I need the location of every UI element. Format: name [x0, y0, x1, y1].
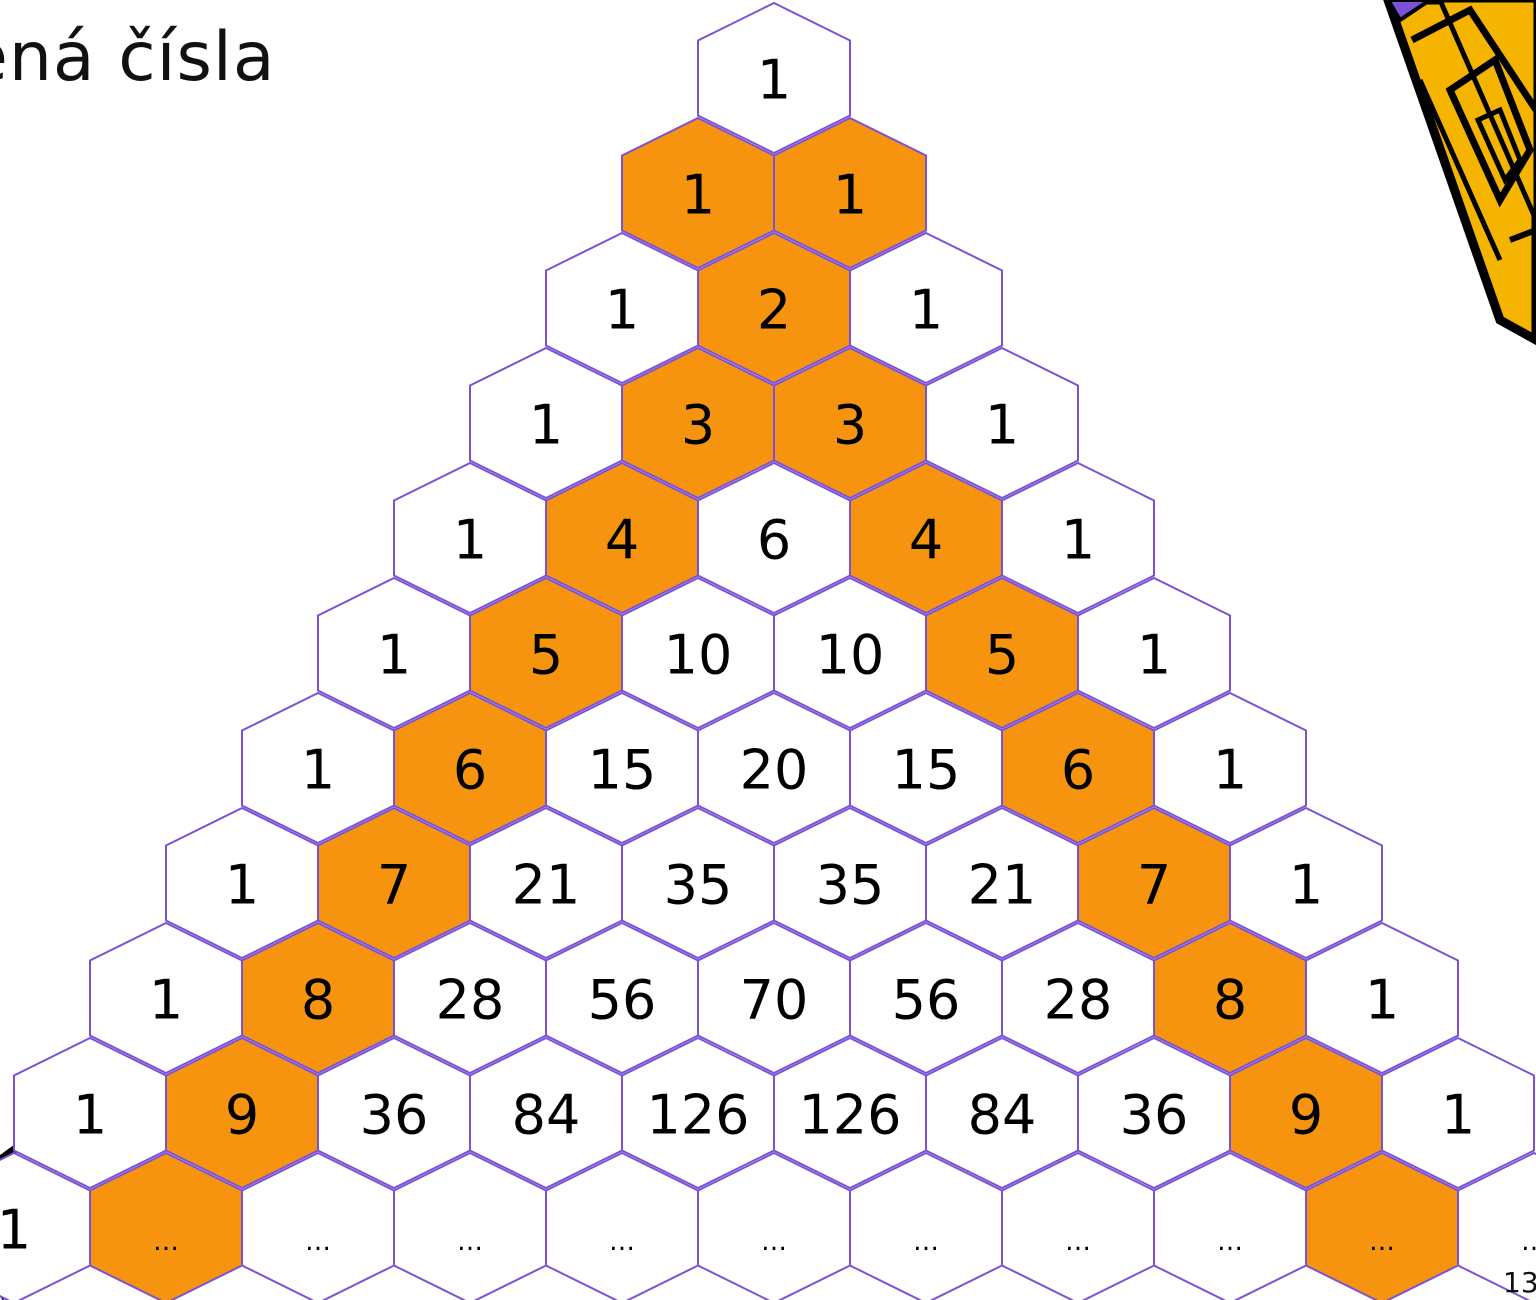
- hex-value: 6: [757, 509, 791, 572]
- hex-value: …: [1369, 1227, 1395, 1257]
- hex-value: 8: [1213, 969, 1247, 1032]
- hex-value: 10: [664, 624, 733, 687]
- hex-value: 36: [1120, 1084, 1189, 1147]
- hex-value: 9: [1289, 1084, 1323, 1147]
- hex-value: 4: [605, 509, 639, 572]
- page-number: 13: [1503, 1266, 1536, 1299]
- hex-value: 84: [512, 1084, 581, 1147]
- hex-value: 1: [1365, 969, 1399, 1032]
- hex-value: 3: [833, 394, 867, 457]
- hex-value: 1: [301, 739, 335, 802]
- hex-value: 1: [1441, 1084, 1475, 1147]
- hex-value: 5: [529, 624, 563, 687]
- hex-value: 1: [529, 394, 563, 457]
- hex-value: 56: [588, 969, 657, 1032]
- hex-value: 1: [605, 279, 639, 342]
- hex-value: …: [609, 1227, 635, 1257]
- hex-value: 8: [301, 969, 335, 1032]
- hex-value: 35: [664, 854, 733, 917]
- hex-value: 9: [225, 1084, 259, 1147]
- hex-value: 1: [1213, 739, 1247, 802]
- hex-value: 6: [453, 739, 487, 802]
- hex-value: 3: [681, 394, 715, 457]
- hex-value: 1: [681, 164, 715, 227]
- hex-value: …: [153, 1227, 179, 1257]
- hex-value: 21: [968, 854, 1037, 917]
- hex-value: 7: [377, 854, 411, 917]
- hex-value: …: [305, 1227, 331, 1257]
- hex-value: 5: [985, 624, 1019, 687]
- hex-value: …: [1217, 1227, 1243, 1257]
- hex-value: 2: [757, 279, 791, 342]
- hex-value: 1: [1137, 624, 1171, 687]
- hex-value: …: [457, 1227, 483, 1257]
- hex-value: 28: [1044, 969, 1113, 1032]
- hex-value: 1: [149, 969, 183, 1032]
- hex-value: 70: [740, 969, 809, 1032]
- hex-value: …: [913, 1227, 939, 1257]
- hex-value: 126: [798, 1084, 901, 1147]
- hex-value: 1: [0, 1199, 31, 1262]
- hex-value: 1: [757, 49, 791, 112]
- hex-value: 35: [816, 854, 885, 917]
- hex-value: …: [1521, 1227, 1536, 1257]
- hex-value: 15: [588, 739, 657, 802]
- hex-value: 1: [225, 854, 259, 917]
- hex-value: 10: [816, 624, 885, 687]
- hex-value: 21: [512, 854, 581, 917]
- hex-value: …: [1065, 1227, 1091, 1257]
- hex-value: 1: [1061, 509, 1095, 572]
- hex-value: 1: [833, 164, 867, 227]
- hex-value: 1: [909, 279, 943, 342]
- hex-value: 20: [740, 739, 809, 802]
- hex-value: 1: [73, 1084, 107, 1147]
- hex-value: 1: [985, 394, 1019, 457]
- hex-value: 15: [892, 739, 961, 802]
- hex-value: 28: [436, 969, 505, 1032]
- hex-value: 1: [453, 509, 487, 572]
- hex-value: 6: [1061, 739, 1095, 802]
- hex-value: …: [761, 1227, 787, 1257]
- pencil-illustration: [1388, 0, 1536, 340]
- hex-value: 1: [377, 624, 411, 687]
- hex-value: 36: [360, 1084, 429, 1147]
- hex-value: 84: [968, 1084, 1037, 1147]
- hex-value: 7: [1137, 854, 1171, 917]
- hex-value: 56: [892, 969, 961, 1032]
- hex-value: 4: [909, 509, 943, 572]
- hex-value: 126: [646, 1084, 749, 1147]
- hex-value: 1: [1289, 854, 1323, 917]
